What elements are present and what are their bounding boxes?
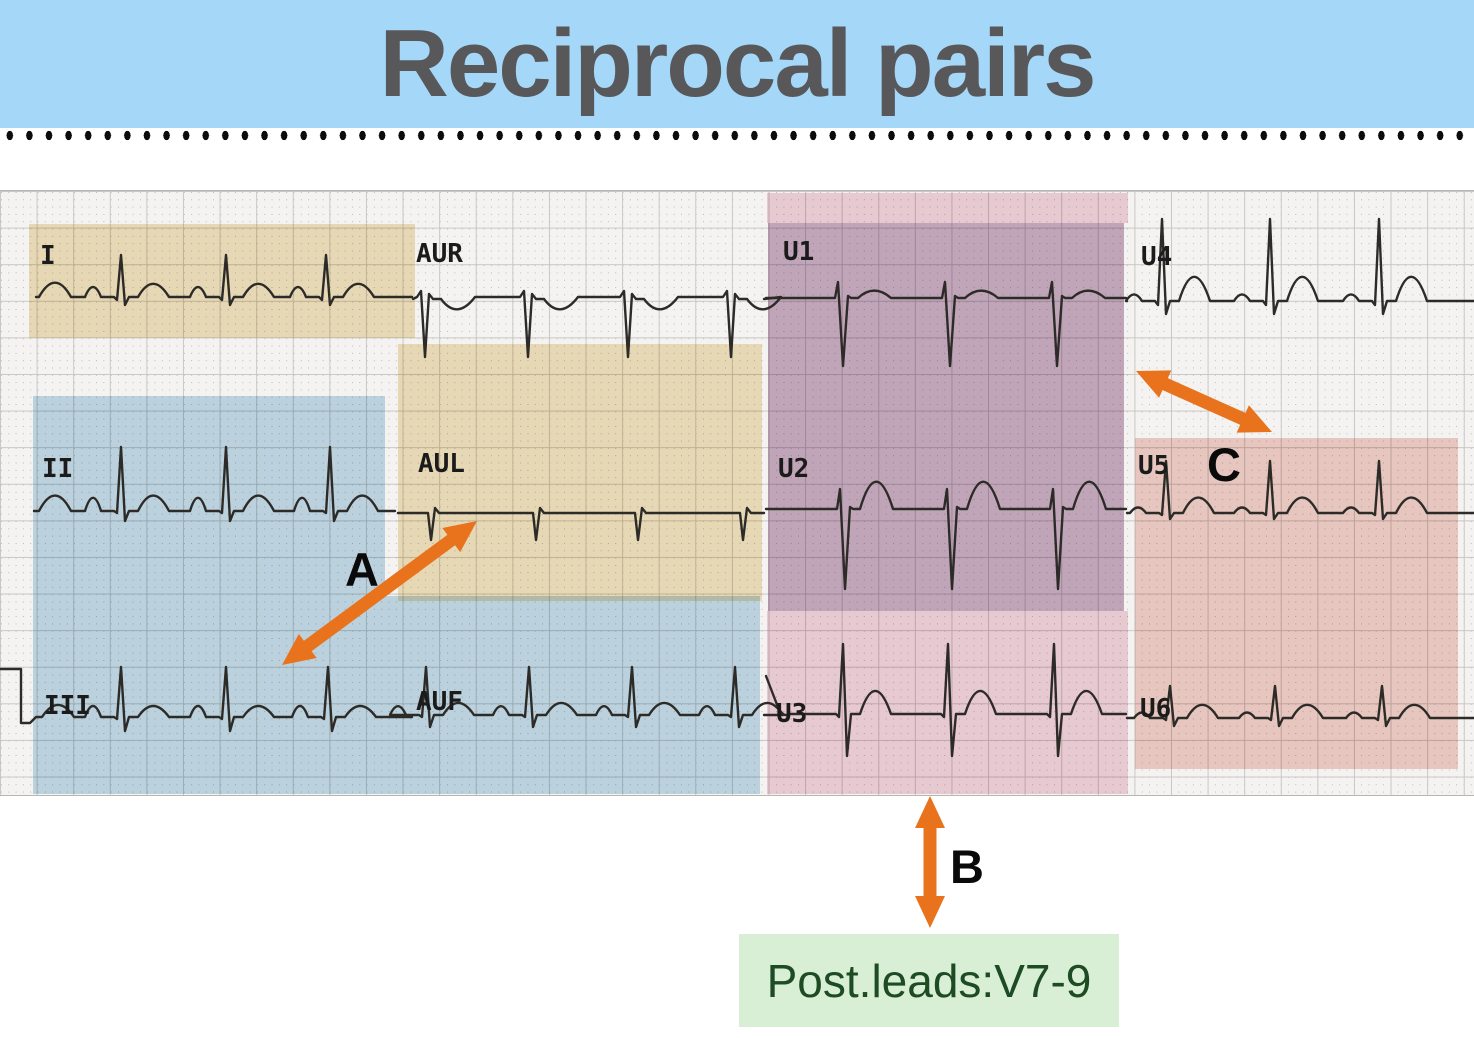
ecg-trace-U4 (1124, 217, 1474, 316)
arrow-label-a: A (345, 543, 379, 596)
arrowhead-icon (915, 896, 945, 928)
lead-label-U3: U3 (776, 699, 808, 729)
lead-label-AUF: AUF (416, 687, 463, 717)
lead-label-U2: U2 (778, 454, 810, 484)
lead-label-I: I (40, 241, 56, 271)
ecg-trace-AUL (396, 506, 766, 542)
ecg-trace-U2 (764, 480, 1128, 591)
ecg-trace-U3 (764, 642, 1128, 758)
ecg-trace-U6 (1125, 684, 1474, 728)
lead-label-AUR: AUR (416, 239, 463, 269)
lead-label-U5: U5 (1138, 451, 1170, 481)
highlight-V3-pink (767, 611, 1128, 794)
arrowhead-icon (915, 796, 945, 828)
ecg-trace-II (32, 445, 397, 523)
ecg-trace-AUR (411, 289, 783, 359)
arrow-label-b: B (950, 840, 984, 893)
highlight-V1-V3-pink-top (767, 193, 1128, 223)
ecg-traces (0, 217, 1474, 758)
lead-label-U1: U1 (783, 237, 815, 267)
posterior-leads-text: Post.leads:V7-9 (766, 954, 1092, 1007)
arrow-b (915, 796, 945, 928)
highlight-lead-I-orange (29, 224, 415, 338)
lead-label-U4: U4 (1141, 242, 1173, 272)
ecg-trace-U1 (764, 280, 1128, 368)
lead-label-U6: U6 (1140, 694, 1172, 724)
ecg-trace-AUF (388, 665, 785, 729)
ecg-trace-U5 (1125, 459, 1474, 521)
page-title: Reciprocal pairs (379, 10, 1097, 117)
dotted-separator (0, 127, 1474, 144)
posterior-leads-box: Post.leads:V7-9 (739, 934, 1119, 1027)
lead-label-III: III (44, 691, 91, 721)
slide-header: Reciprocal pairs (0, 0, 1474, 128)
ecg-trace-III (0, 665, 414, 733)
lead-label-II: II (42, 454, 74, 484)
ecg-trace-I (34, 253, 414, 307)
arrow-label-c: C (1207, 438, 1241, 491)
lead-label-AUL: AUL (418, 449, 465, 479)
